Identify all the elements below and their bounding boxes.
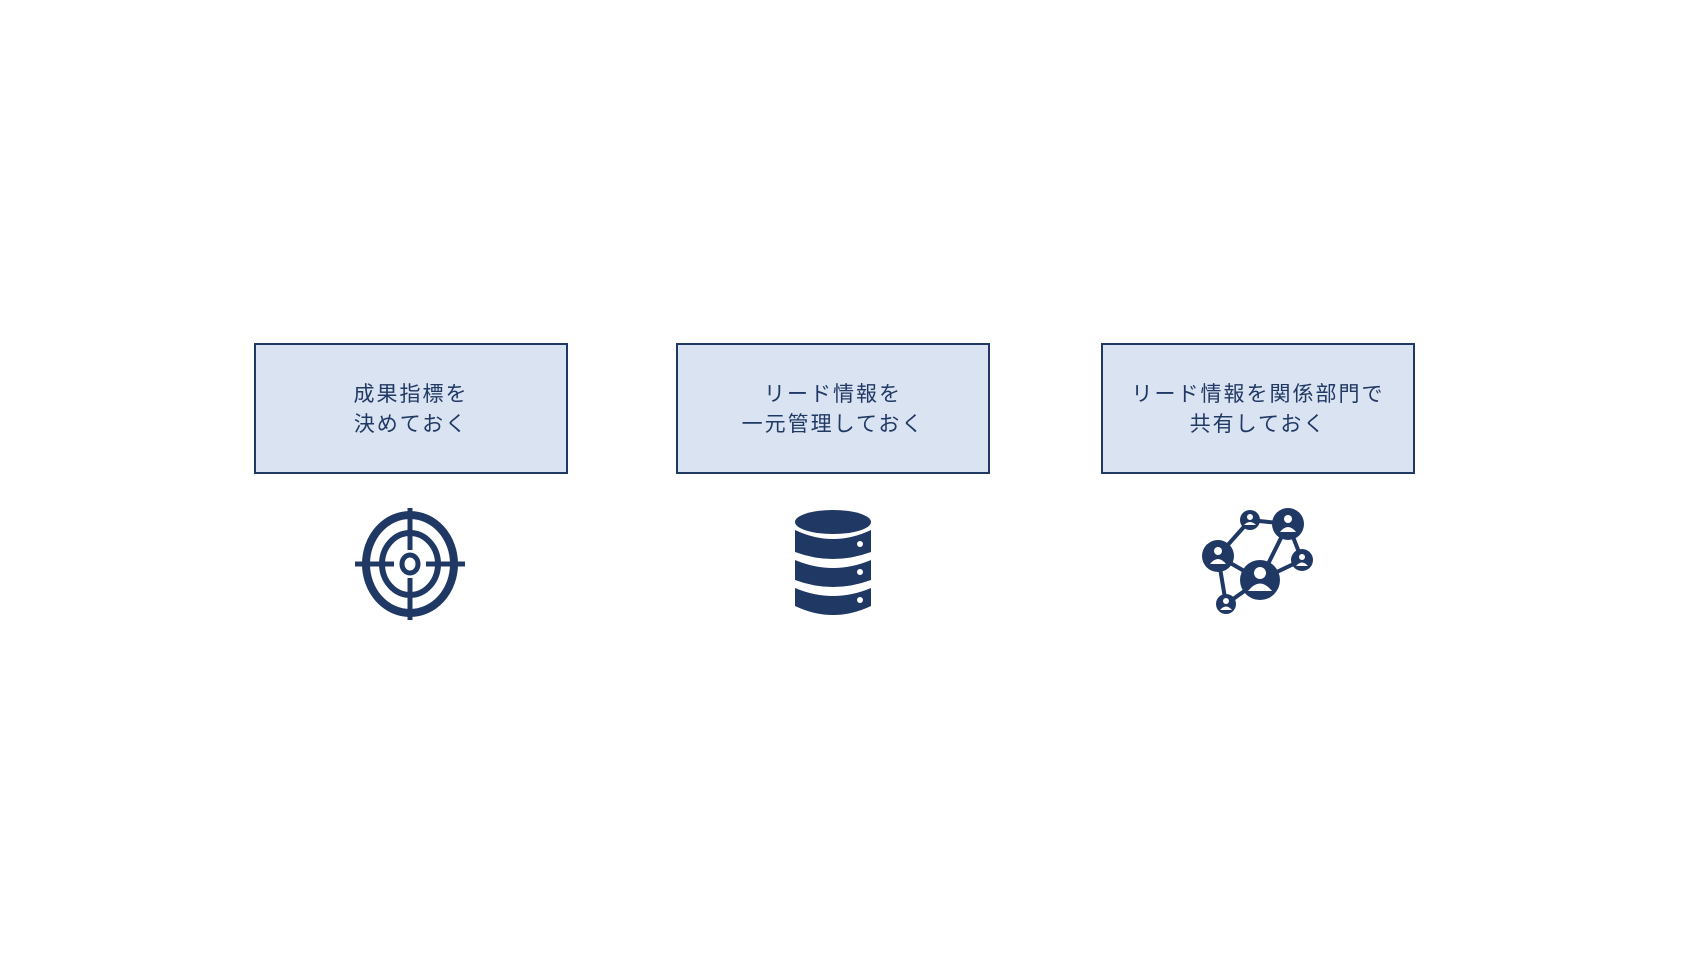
step-text-line1: 成果指標を — [353, 381, 469, 406]
step-text-line2: 共有しておく — [1189, 411, 1327, 436]
step-text-line1: リード情報を — [764, 381, 902, 406]
network-people-icon — [1202, 508, 1313, 614]
step-text-line1: リード情報を関係部門で — [1131, 381, 1385, 406]
step-box-lead-management: リード情報を 一元管理しておく — [676, 343, 990, 474]
step-box-kpi: 成果指標を 決めておく — [254, 343, 568, 474]
step-text-line2: 決めておく — [353, 411, 469, 436]
database-icon — [795, 510, 871, 615]
step-box-lead-sharing: リード情報を関係部門で 共有しておく — [1101, 343, 1415, 474]
step-text-line2: 一元管理しておく — [741, 411, 925, 436]
target-icon — [355, 508, 465, 620]
